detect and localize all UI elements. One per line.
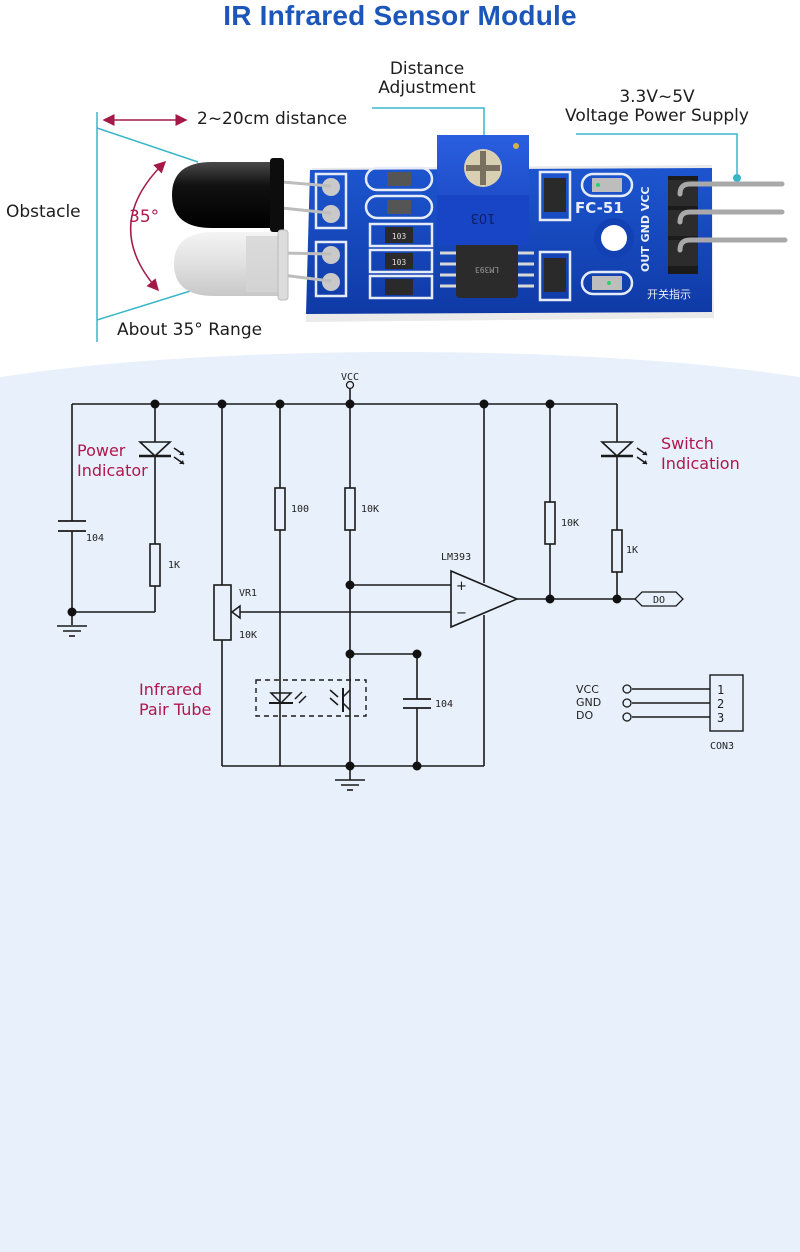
pcb-board: 103 103 LM393 103 FC-51 OUT GND bbox=[306, 135, 788, 322]
junction-dots bbox=[67, 399, 622, 771]
board-model-label: FC-51 bbox=[575, 199, 624, 217]
resistor-1k-switch bbox=[611, 529, 623, 573]
pot-marking: 103 bbox=[471, 210, 496, 225]
header-pins bbox=[668, 176, 788, 274]
infrared-pair-box bbox=[255, 679, 367, 717]
r-10k-a-value: 10K bbox=[361, 504, 379, 515]
connector-pin-number-1: 1 bbox=[717, 683, 724, 697]
r-100-value: 100 bbox=[291, 504, 309, 515]
resistors bbox=[149, 487, 623, 641]
wires bbox=[71, 388, 711, 780]
r-power-led-value: 1K bbox=[168, 560, 180, 571]
switch-indication-line2: Indication bbox=[661, 454, 740, 473]
power-indicator-label: Power Indicator bbox=[77, 441, 148, 481]
board-pin-labels: OUT GND VCC bbox=[639, 187, 652, 272]
switch-led-symbol bbox=[599, 441, 648, 465]
resistor-10k-a bbox=[344, 487, 356, 531]
comparator-label: LM393 bbox=[441, 552, 471, 563]
angle-arc-arrow bbox=[129, 160, 167, 292]
comparator-lm393 bbox=[450, 569, 520, 629]
connector-pin-label-2: GND bbox=[576, 696, 601, 709]
comparator-minus: − bbox=[456, 606, 467, 621]
distance-adjustment-line1: Distance bbox=[389, 59, 465, 79]
potentiometer-vr1 bbox=[213, 584, 232, 641]
vcc-callout-dot bbox=[733, 174, 741, 182]
switch-indication-line1: Switch bbox=[661, 434, 714, 453]
power-indicator-line1: Power bbox=[77, 441, 126, 460]
switch-indication-label: Switch Indication bbox=[661, 434, 740, 474]
resistor-10k-b bbox=[544, 501, 556, 545]
infrared-pair-line1: Infrared bbox=[139, 680, 203, 699]
distance-adjustment-line2: Adjustment bbox=[378, 78, 476, 98]
page-title: IR Infrared Sensor Module bbox=[223, 0, 577, 31]
infrared-pair-tube-label: Infrared Pair Tube bbox=[139, 680, 211, 720]
vcc-terminal bbox=[345, 380, 355, 390]
connector-pin-number-3: 3 bbox=[717, 711, 724, 725]
power-indicator-line2: Indicator bbox=[77, 461, 148, 480]
connector-con3 bbox=[622, 674, 744, 732]
resistor-1k-power bbox=[149, 543, 161, 587]
comparator-plus: + bbox=[456, 579, 467, 594]
module-illustration: 103 103 LM393 103 FC-51 OUT GND bbox=[96, 107, 788, 342]
power-supply-label: 3.3V~5V Voltage Power Supply bbox=[550, 88, 764, 126]
connector-pin-label-1: VCC bbox=[576, 683, 599, 696]
c2-value: 104 bbox=[435, 699, 453, 710]
power-supply-line1: 3.3V~5V bbox=[619, 87, 695, 107]
angle-label: 35° bbox=[129, 207, 160, 227]
beam-callout-lines bbox=[96, 107, 738, 342]
lm393-chip: LM393 bbox=[440, 242, 534, 298]
capacitor-c1 bbox=[58, 520, 86, 532]
vcc-label: VCC bbox=[341, 372, 359, 383]
ground-symbol-left bbox=[57, 625, 87, 637]
board-switch-indicator-cn: 开关指示 bbox=[647, 287, 691, 301]
c1-value: 104 bbox=[86, 533, 104, 544]
connector-name: CON3 bbox=[710, 741, 734, 752]
potentiometer: 103 bbox=[437, 135, 529, 245]
ir-emitter-diode-symbol bbox=[269, 691, 307, 705]
chip-marking: LM393 bbox=[475, 265, 499, 274]
r-switch-led-value: 1K bbox=[626, 545, 638, 556]
connector-pin-number-2: 2 bbox=[717, 697, 724, 711]
vr1-value: 10K bbox=[239, 630, 257, 641]
resistor-marking-2: 103 bbox=[392, 258, 407, 267]
resistor-100 bbox=[274, 487, 286, 531]
distance-label: 2~20cm distance bbox=[197, 109, 348, 129]
ground-symbol-bottom bbox=[335, 779, 365, 791]
do-output-port bbox=[634, 591, 684, 607]
do-output-label: DO bbox=[653, 595, 665, 606]
vr1-name: VR1 bbox=[239, 588, 257, 599]
infrared-pair-line2: Pair Tube bbox=[139, 700, 212, 719]
range-label: About 35° Range bbox=[117, 320, 263, 340]
phototransistor-symbol bbox=[329, 688, 351, 712]
connector-pin-label-3: DO bbox=[576, 709, 593, 722]
capacitor-c2 bbox=[403, 698, 431, 709]
power-supply-line2: Voltage Power Supply bbox=[565, 106, 749, 126]
distance-adjustment-label: Distance Adjustment bbox=[366, 60, 488, 98]
ir-receiver-led bbox=[172, 158, 284, 232]
ir-emitter-led bbox=[174, 229, 289, 301]
vr1-wiper-arrow bbox=[230, 604, 241, 620]
resistor-marking-1: 103 bbox=[392, 232, 407, 241]
obstacle-label: Obstacle bbox=[6, 202, 81, 222]
r-10k-b-value: 10K bbox=[561, 518, 579, 529]
circuit-schematic: VCC 104 1K 100 10K 10K 1K VR1 10K bbox=[57, 372, 744, 791]
